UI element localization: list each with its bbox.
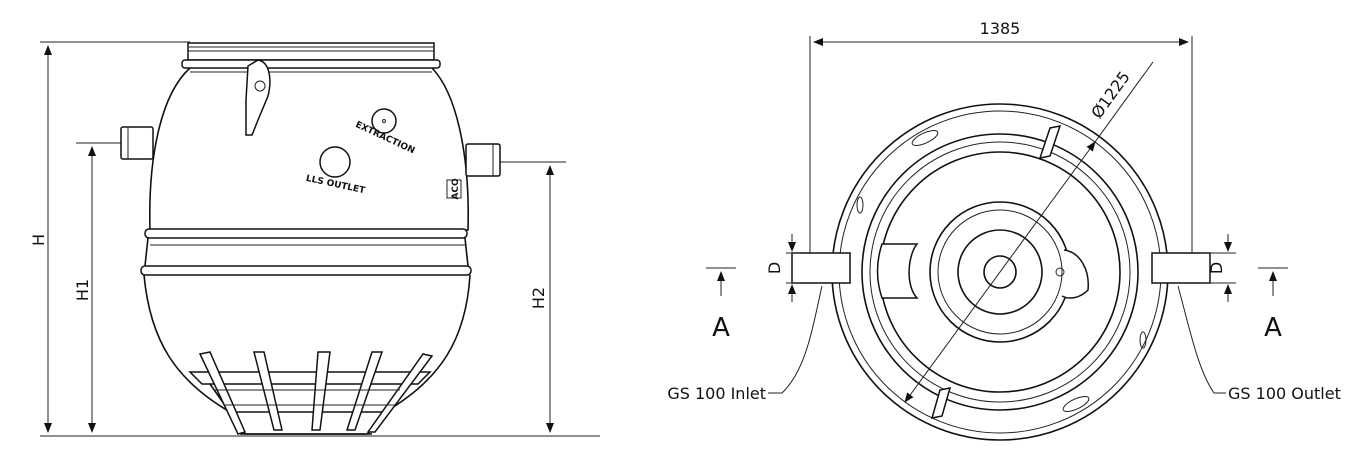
dim-d-right-label: D <box>1207 262 1226 274</box>
side-view: H H1 H2 <box>29 41 600 437</box>
dim-h1-label: H1 <box>73 279 92 301</box>
section-mark-left: A <box>706 267 736 343</box>
dimension-d-left: D <box>765 234 800 302</box>
inlet-pipe <box>791 252 851 284</box>
section-a-left: A <box>712 313 730 343</box>
dimension-d-right: D <box>1202 234 1236 302</box>
dimension-h1: H1 <box>73 142 122 433</box>
section-a-right: A <box>1264 313 1282 343</box>
dimension-h: H <box>29 41 190 433</box>
section-mark-right: A <box>1258 267 1288 343</box>
top-view: 1385 Ø1225 <box>667 19 1341 441</box>
width-dim-label: 1385 <box>980 19 1021 38</box>
tank-body: LLS OUTLET EXTRACTION ACO <box>120 42 501 435</box>
dimension-width: 1385 <box>809 19 1193 262</box>
dim-d-left-label: D <box>765 262 784 274</box>
inlet-label: GS 100 Inlet <box>667 384 766 403</box>
dim-h2-label: H2 <box>529 287 548 309</box>
diameter-dim-label: Ø1225 <box>1087 68 1134 122</box>
outlet-pipe <box>1151 252 1211 284</box>
outlet-label: GS 100 Outlet <box>1228 384 1341 403</box>
dimension-h2: H2 <box>498 161 566 433</box>
aco-logo: ACO <box>451 178 461 200</box>
dim-h-label: H <box>29 234 48 246</box>
